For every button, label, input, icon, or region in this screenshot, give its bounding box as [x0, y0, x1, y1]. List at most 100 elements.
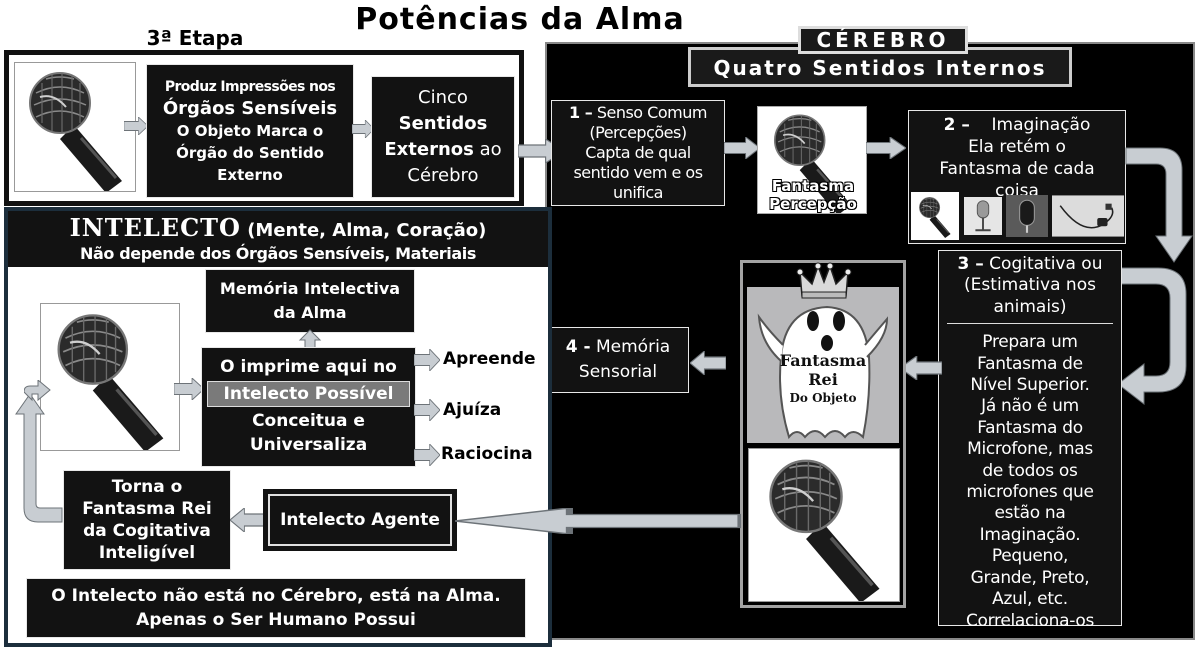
intelecto-title-paren: (Mente, Alma, Coração) — [240, 220, 487, 241]
senso-line1: 1 – Senso Comum — [569, 103, 707, 123]
cinco-line3b: ao — [473, 139, 502, 160]
cogitativa-line2: (Estimativa nos — [964, 275, 1096, 296]
intelecto-header: INTELECTO (Mente, Alma, Coração) Não dep… — [8, 211, 548, 267]
page-title: Potências da Alma — [355, 2, 685, 37]
footer-line2: Apenas o Ser Humano Possui — [136, 610, 416, 630]
senso-line5: unifica — [613, 183, 663, 202]
cogitativa-line1: 3 – Cogitativa ou — [939, 254, 1121, 275]
memoria-sensorial-line1: 4 - Memória — [566, 335, 670, 360]
senso-line3: Capta de qual — [585, 143, 691, 162]
fantasma-rei-line3: Do Objeto — [789, 391, 857, 405]
impressoes-line3: O Objeto Marca o — [176, 122, 324, 140]
impressoes-line5: Externo — [217, 166, 283, 184]
arrow-left-icon — [900, 356, 942, 380]
impressoes-box: Produz Impressões nos Órgãos Sensíveis O… — [146, 64, 354, 198]
cogitativa-body-line: Pequeno, — [991, 546, 1069, 567]
fantasma-rei-line2: Rei — [808, 370, 838, 389]
cogitativa-line1-text: Cogitativa ou — [983, 254, 1103, 274]
memoria-intelectiva-line2: da Alma — [273, 303, 347, 322]
arrow-right-icon — [414, 444, 440, 466]
intelecto-agente-label: Intelecto Agente — [268, 494, 452, 546]
cogitativa-line3: animais) — [993, 296, 1067, 317]
memoria-sensorial-num: 4 - — [565, 337, 591, 357]
impressoes-line1: Produz Impressões nos — [164, 79, 336, 95]
microphone-icon — [15, 63, 136, 192]
fantasma-rei-line1: Fantasma — [779, 351, 867, 370]
footer-line1: O Intelecto não está no Cérebro, está na… — [51, 586, 501, 606]
imaginacao-line2: Ela retém o — [968, 137, 1066, 157]
cinco-line1: Cinco — [418, 87, 468, 108]
ghost-icon — [757, 305, 889, 440]
apreende-label: Apreende — [443, 349, 536, 369]
arrow-right-icon — [866, 137, 906, 159]
loop-arrow-icon — [15, 393, 63, 523]
crown-icon — [796, 262, 852, 299]
torna-line2: Fantasma Rei — [82, 499, 212, 519]
arrow-left-icon — [230, 508, 266, 532]
arrow-right-icon — [24, 380, 51, 402]
intelecto-title: INTELECTO — [69, 213, 241, 242]
imaginacao-num: 2 – — [943, 115, 970, 135]
fantasma-percepcao-line2: Percepção — [769, 195, 857, 213]
cogitativa-body-line: Já não é um — [981, 396, 1079, 417]
memoria-sensorial-box: 4 - Memória Sensorial — [547, 327, 689, 393]
imprime-highlight: Intelecto Possível — [207, 381, 410, 407]
cogitativa-body-line: Imaginação. — [979, 524, 1081, 545]
cogitativa-body-line: Azul, etc. — [992, 589, 1068, 610]
imaginacao-line1: 2 – Imaginação — [909, 114, 1125, 136]
senso-line2: (Percepções) — [589, 123, 687, 142]
microphone-icon — [749, 449, 900, 602]
cogitativa-body-line: Fantasma do — [977, 417, 1083, 438]
ajuiza-label: Ajuíza — [443, 400, 502, 420]
cogitativa-body-line: Microfone, mas — [967, 439, 1093, 460]
cogitativa-body-line: Nível Superior. — [970, 375, 1090, 396]
cinco-line4: Cérebro — [407, 165, 479, 186]
intelecto-agente-box: Intelecto Agente — [263, 489, 457, 551]
imprime-box: O imprime aqui no Intelecto Possível Con… — [201, 347, 416, 467]
cerebro-title: CÉREBRO — [798, 26, 968, 54]
cogitativa-body-line: Correlaciona-os — [965, 610, 1095, 631]
senso-comum-box: 1 – Senso Comum (Percepções) Capta de qu… — [551, 100, 725, 206]
imprime-line4: Universaliza — [249, 435, 368, 455]
cogitativa-body-line: estão na — [994, 503, 1066, 524]
fantasma-percepcao-box: Fantasma Percepção — [757, 106, 867, 214]
arrow-right-icon — [124, 117, 148, 135]
cogitativa-body-line: microfones que — [966, 482, 1094, 503]
memoria-sensorial-line1-text: Memória — [590, 337, 671, 357]
raciocina-label: Raciocina — [441, 444, 533, 464]
senso-line1-text: Senso Comum — [592, 103, 708, 122]
cogitativa-num: 3 – — [957, 254, 984, 274]
memoria-intelectiva-box: Memória Intelectiva da Alma — [205, 269, 415, 333]
footer-box: O Intelecto não está no Cérebro, está na… — [26, 578, 526, 638]
curved-arrow-icon — [1117, 267, 1187, 406]
microphone-image-intelecto — [40, 303, 180, 451]
cogitativa-body-line: de todos os — [982, 460, 1078, 481]
arrow-left-icon — [690, 351, 726, 375]
impressoes-line4: Órgão do Sentido — [176, 144, 324, 162]
imaginacao-line3: Fantasma de cada — [939, 159, 1095, 179]
imprime-line1: O imprime aqui no — [220, 357, 397, 377]
senso-line4: sentido vem e os — [573, 163, 703, 182]
microphone-image-cerebro — [748, 448, 900, 602]
cogitativa-divider — [947, 323, 1113, 325]
microphone-studio-icon — [1006, 194, 1048, 238]
torna-line1: Torna o — [111, 477, 183, 497]
cinco-line3a: Externos — [384, 139, 474, 160]
cogitativa-box: 3 – Cogitativa ou (Estimativa nos animai… — [938, 250, 1122, 631]
torna-line3: da Cogitativa — [83, 521, 211, 541]
microphone-lapel-icon — [1052, 194, 1124, 238]
memoria-intelectiva-line1: Memória Intelectiva — [219, 279, 401, 298]
imprime-line3: Conceitua e — [252, 411, 365, 431]
cogitativa-body-line: Fantasma de — [977, 353, 1083, 374]
imaginacao-line1-text: Imaginação — [991, 115, 1091, 135]
microphone-image-etapa — [14, 62, 136, 192]
senso-num: 1 – — [569, 103, 593, 122]
cinco-line2: Sentidos — [398, 113, 488, 134]
arrow-right-icon — [414, 399, 440, 421]
microphone-stand-icon — [964, 194, 1002, 238]
fantasma-rei-box: Fantasma Rei Do Objeto — [747, 287, 899, 443]
memoria-sensorial-line2: Sensorial — [578, 362, 658, 382]
cogitativa-body-line: Prepara um — [982, 332, 1078, 353]
arrow-left-icon — [455, 508, 741, 534]
